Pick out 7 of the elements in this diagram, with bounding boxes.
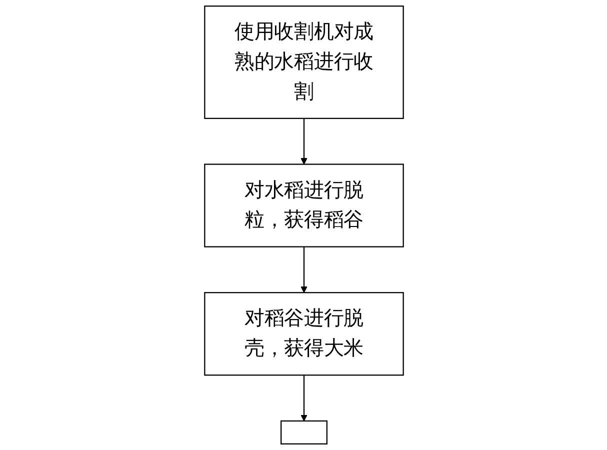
node-box: 对稻谷进行脱壳，获得大米 bbox=[204, 292, 404, 376]
node-box bbox=[280, 420, 327, 444]
node-box: 使用收割机对成熟的水稻进行收割 bbox=[204, 6, 404, 119]
arrow bbox=[300, 375, 307, 422]
arrow bbox=[300, 246, 307, 293]
arrow bbox=[300, 118, 307, 165]
node-box: 对水稻进行脱粒，获得稻谷 bbox=[204, 164, 404, 248]
